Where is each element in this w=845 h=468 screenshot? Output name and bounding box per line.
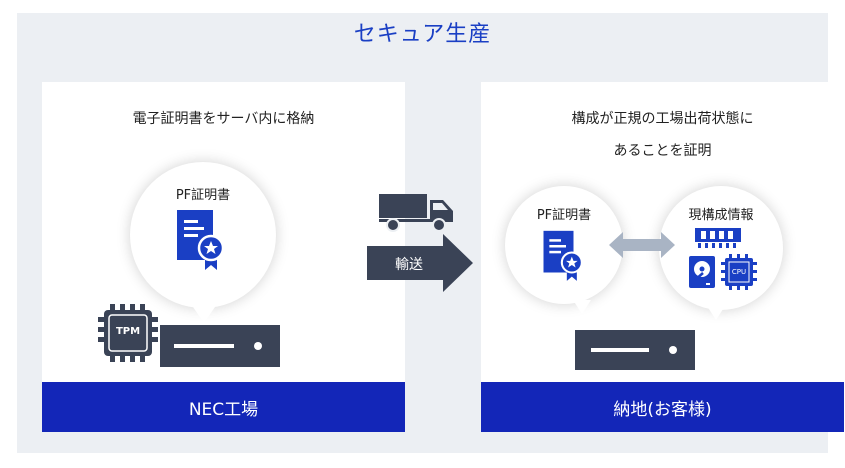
bubble-tail bbox=[193, 307, 215, 323]
tpm-chip-label: TPM bbox=[115, 326, 141, 337]
certificate-bubble: PF証明書 bbox=[505, 186, 623, 304]
truck-icon bbox=[379, 194, 453, 232]
hard-disk-icon bbox=[689, 256, 715, 288]
tpm-chip-icon bbox=[98, 304, 158, 362]
configuration-bubble-label: 現構成情報 bbox=[688, 208, 754, 223]
server-icon bbox=[575, 330, 695, 370]
customer-panel: 構成が正規の工場出荷状態に あることを証明 PF証明書 現構成情報 bbox=[481, 82, 844, 432]
page-title: セキュア生産 bbox=[353, 22, 492, 47]
configuration-bubble: 現構成情報 CP bbox=[659, 186, 783, 310]
factory-description: 電子証明書をサーバ内に格納 bbox=[132, 111, 315, 127]
customer-footer: 納地(お客様) bbox=[481, 382, 844, 432]
transport-label: 輸送 bbox=[395, 257, 423, 273]
cpu-label: CPU bbox=[731, 268, 747, 276]
server-icon bbox=[160, 325, 280, 367]
certificate-icon bbox=[543, 230, 583, 281]
factory-panel: 電子証明書をサーバ内に格納 PF証明書 TPM NEC工場 bbox=[42, 82, 405, 432]
certificate-bubble-label: PF証明書 bbox=[536, 208, 592, 223]
customer-description-line2: あることを証明 bbox=[613, 143, 712, 159]
bubble-tail bbox=[573, 300, 591, 314]
compare-arrow-icon bbox=[609, 232, 675, 258]
factory-footer: NEC工場 bbox=[42, 382, 405, 432]
bubble-tail bbox=[707, 306, 725, 320]
certificate-bubble-label: PF証明書 bbox=[175, 188, 231, 203]
memory-icon bbox=[695, 228, 741, 248]
customer-description-line1: 構成が正規の工場出荷状態に bbox=[571, 111, 754, 127]
certificate-bubble: PF証明書 bbox=[130, 162, 276, 308]
certificate-icon bbox=[177, 210, 225, 270]
transport-arrow bbox=[367, 234, 473, 292]
cpu-icon bbox=[721, 254, 757, 290]
